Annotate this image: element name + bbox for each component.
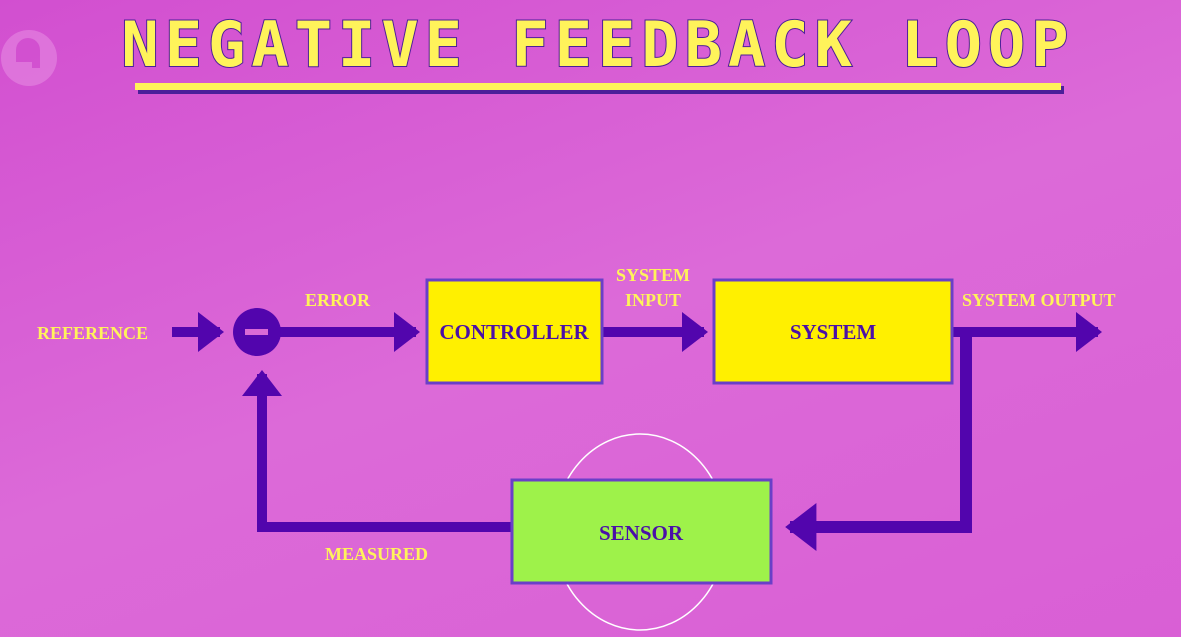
system-input-label-line2: INPUT — [625, 290, 681, 310]
reference-label: REFERENCE — [37, 323, 148, 343]
error-label: ERROR — [305, 290, 371, 310]
pbs-logo-icon — [1, 30, 57, 86]
summing-junction — [233, 308, 281, 356]
system-output-label: SYSTEM OUTPUT — [962, 290, 1116, 310]
system-label: SYSTEM — [790, 320, 877, 344]
measured-label: MEASURED — [325, 544, 428, 564]
sensor-block: SENSOR — [510, 478, 773, 585]
measured-arrow — [242, 370, 512, 532]
system-block: SYSTEM — [712, 278, 954, 385]
controller-block: CONTROLLER — [425, 278, 604, 385]
diagram-title: NEGATIVE FEEDBACK LOOP — [121, 8, 1074, 81]
controller-label: CONTROLLER — [439, 320, 589, 344]
title-underline — [135, 83, 1061, 90]
system-input-label-line1: SYSTEM — [616, 265, 690, 285]
minus-icon — [245, 329, 268, 335]
sensor-label: SENSOR — [599, 521, 684, 545]
feedback-to-sensor-arrow — [785, 332, 972, 551]
